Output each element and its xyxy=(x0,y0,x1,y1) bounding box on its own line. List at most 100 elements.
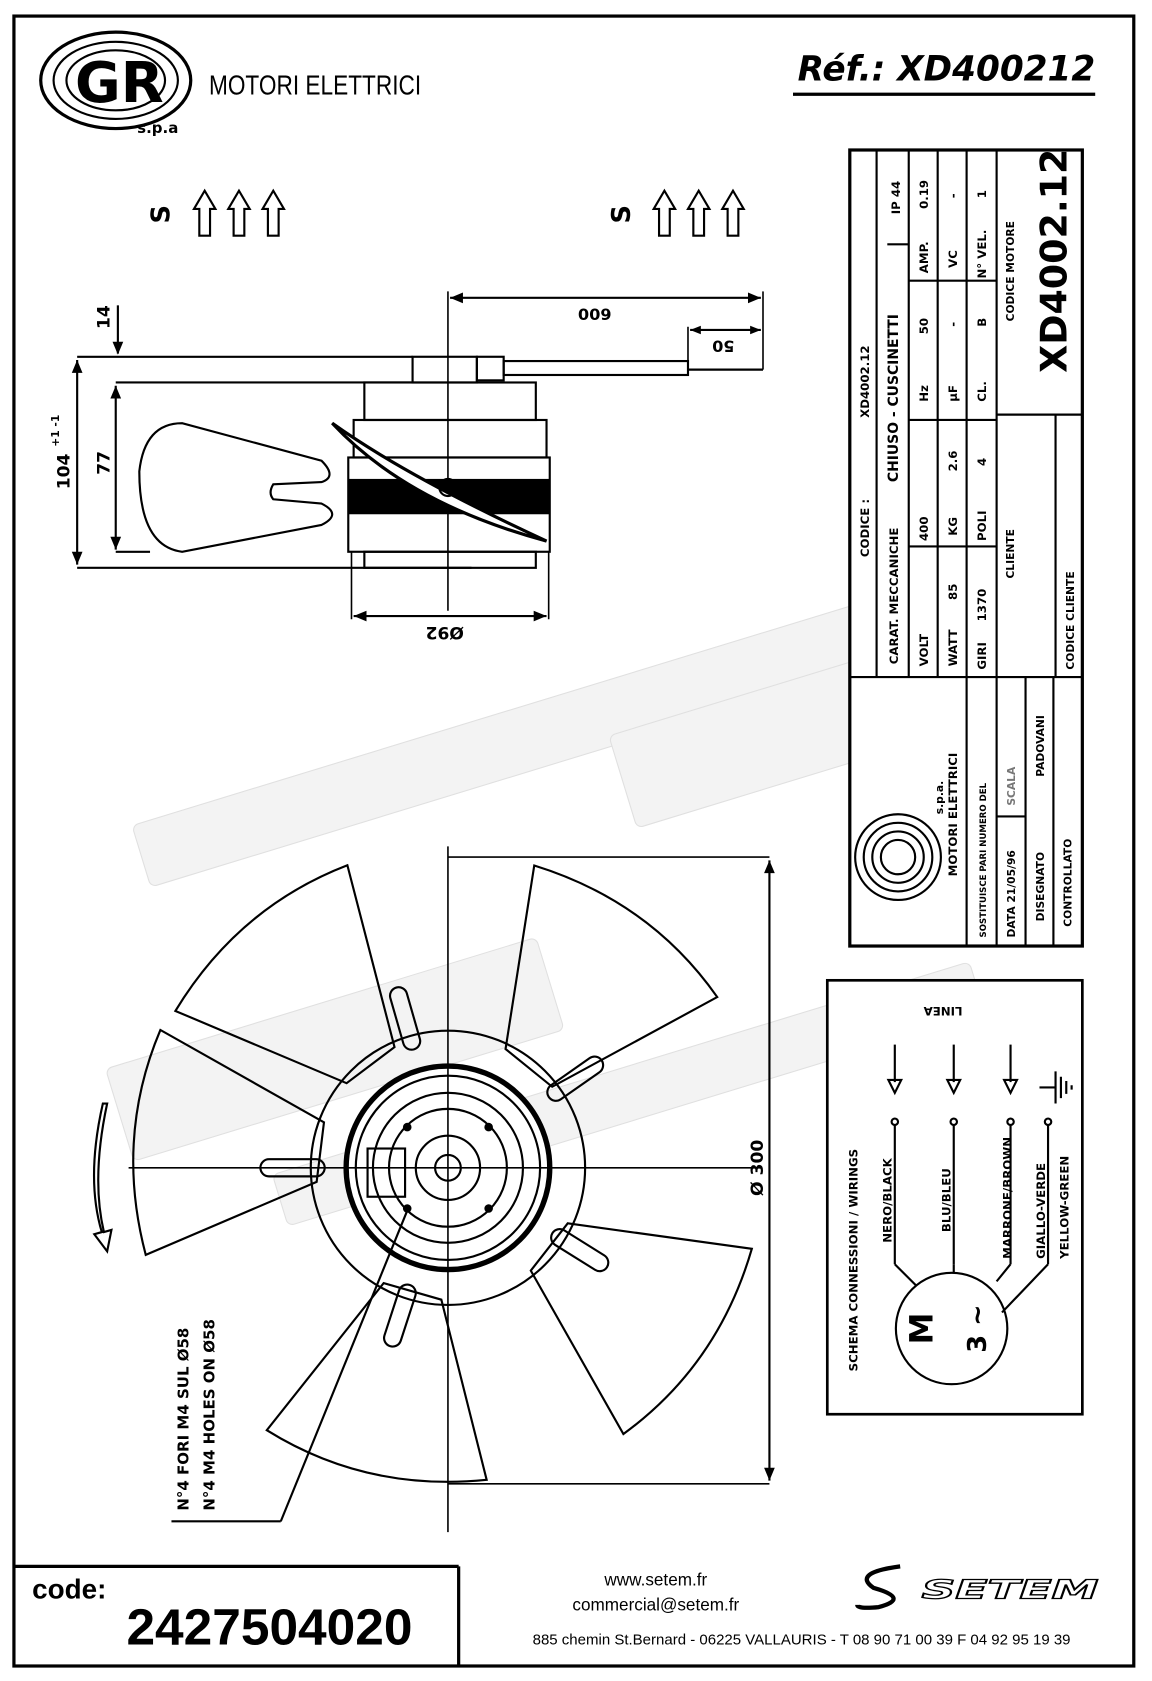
watt-value: 85 xyxy=(946,584,960,600)
motor-symbol xyxy=(894,1271,1009,1386)
uf-label: μF xyxy=(946,385,960,402)
disegnato-label: DISEGNATO xyxy=(1034,852,1047,921)
cl-value: B xyxy=(975,318,989,327)
footer: code: 2427504020 www.setem.fr commercial… xyxy=(13,1564,1100,1667)
arrow-up-icon xyxy=(686,188,712,237)
scala-label: SCALA xyxy=(1005,766,1018,806)
footer-website: www.setem.fr xyxy=(603,1570,707,1590)
airflow-label: S xyxy=(607,205,637,224)
carat-value: CHIUSO - CUSCINETTI xyxy=(886,314,902,482)
motor-phase: 3 ~ xyxy=(963,1304,993,1352)
line-arrow-icon xyxy=(886,1078,903,1096)
hub-slot xyxy=(546,1055,605,1102)
codice-motore-label: CODICE MOTORE xyxy=(1004,221,1017,321)
dim-top-offset: 14 xyxy=(94,305,114,329)
dim-cable-length: 600 xyxy=(578,305,612,324)
vel-value: 1 xyxy=(975,190,989,198)
disegnato-value: PADOVANI xyxy=(1034,715,1047,777)
wire-label: NERO/BLACK xyxy=(881,1157,895,1242)
codice-cliente-label: CODICE CLIENTE xyxy=(1064,571,1077,669)
wire-lead xyxy=(894,1263,1049,1314)
product-code: 2427504020 xyxy=(126,1598,412,1656)
airflow-indicator-right: S xyxy=(607,188,746,237)
airflow-label: S xyxy=(146,205,176,224)
poli-value: 4 xyxy=(975,458,989,466)
dim-strip-length: 50 xyxy=(712,337,734,356)
codice-label: CODICE : xyxy=(858,499,872,557)
motor-m: M xyxy=(902,1313,940,1345)
hub-slot xyxy=(550,1227,610,1273)
fan-blade xyxy=(504,864,719,1089)
codice-motore-value: XD4002.12 xyxy=(1032,149,1075,373)
vc-label: VC xyxy=(946,250,960,268)
hz-value: 50 xyxy=(917,318,931,334)
cliente-label: CLIENTE xyxy=(1004,529,1017,579)
wire-label: GIALLO-VERDE xyxy=(1034,1163,1048,1259)
setem-logo: SETEM xyxy=(855,1564,1100,1610)
sostituisce-label: SOSTITUISCE PARI NUMERO DEL xyxy=(979,782,989,937)
dim-height-tolerance: +1 -1 xyxy=(49,415,62,447)
carat-label: CARAT. MECCANICHE xyxy=(887,528,901,665)
mounting-holes xyxy=(402,1122,493,1213)
controllato-label: CONTROLLATO xyxy=(1062,839,1075,927)
title-block-logo xyxy=(854,813,942,902)
code-label: code: xyxy=(32,1574,106,1605)
dim-overall-height: 104 xyxy=(55,453,75,489)
footer-address: 885 chemin St.Bernard - 06225 VALLAURIS … xyxy=(533,1632,1071,1649)
logo-letters: GR xyxy=(75,51,164,116)
fan-blade xyxy=(173,863,396,1085)
side-view: 600 50 Ø92 104 +1 -1 77 14 xyxy=(49,291,764,642)
dim-body-height: 77 xyxy=(94,451,114,475)
wiring-title: SCHEMA CONNESSIONI / WIRINGS xyxy=(846,1149,860,1372)
dim-motor-diameter: Ø92 xyxy=(426,622,464,642)
arrow-up-icon xyxy=(192,188,218,237)
volt-value: 400 xyxy=(917,516,931,541)
title-logo-suffix: s.p.a. xyxy=(933,781,946,814)
wire-label: BLU/BLEU xyxy=(940,1168,954,1232)
line-arrow-icon xyxy=(945,1078,962,1096)
uf-value: - xyxy=(946,322,960,327)
arrow-up-icon xyxy=(651,188,677,237)
mounting-holes-label-it: N°4 FORI M4 SUL Ø58 xyxy=(175,1328,193,1511)
giri-label: GIRI xyxy=(975,642,989,669)
vc-value: - xyxy=(946,193,960,198)
hub-slot xyxy=(382,1283,417,1348)
title-block: CODICE : XD4002.12 CARAT. MECCANICHE CHI… xyxy=(848,148,1084,948)
poli-label: POLI xyxy=(975,511,989,541)
wiring-diagram: SCHEMA CONNESSIONI / WIRINGS LINEA NERO/… xyxy=(825,978,1084,1416)
title-logo-brand: MOTORI ELETTRICI xyxy=(946,753,960,877)
wire-leads: NERO/BLACK BLU/BLEU MARRONE/BROWN GIALLO-VE… xyxy=(881,1044,1071,1314)
ground-icon xyxy=(1039,1071,1073,1104)
wire-label: YELLOW-GREEN xyxy=(1057,1156,1071,1260)
line-arrow-icon xyxy=(1002,1078,1019,1096)
vel-label: N° VEL. xyxy=(975,230,989,279)
fan-blade xyxy=(529,1222,754,1436)
linea-label: LINEA xyxy=(923,1004,963,1018)
arrow-up-icon xyxy=(226,188,252,237)
logo-suffix: s.p.a xyxy=(137,119,178,137)
hub-slot xyxy=(388,986,422,1051)
mounting-holes-label-en: N°4 M4 HOLES ON Ø58 xyxy=(200,1319,218,1511)
fan-blade xyxy=(132,1028,326,1257)
giri-value: 1370 xyxy=(975,589,989,622)
brand-name: MOTORI ELETTRICI xyxy=(209,69,421,100)
airflow-indicator-left: S xyxy=(146,188,286,237)
kg-value: 2.6 xyxy=(946,451,960,472)
setem-logo-text: SETEM xyxy=(922,1576,1100,1606)
watt-label: WATT xyxy=(946,629,960,666)
cl-label: CL. xyxy=(975,381,989,402)
codice-value: XD4002.12 xyxy=(858,345,872,417)
fan-blades xyxy=(132,863,754,1483)
ip-rating: IP 44 xyxy=(889,181,903,214)
front-view: Ø 300 N°4 FORI M4 SUL Ø58 N°4 M4 HOLES O… xyxy=(92,846,775,1533)
volt-label: VOLT xyxy=(917,634,931,666)
fan-blade xyxy=(265,1281,488,1483)
data-label: DATA 21/05/96 xyxy=(1005,850,1018,937)
rotation-direction-icon xyxy=(92,1102,113,1254)
arrow-up-icon xyxy=(720,188,746,237)
wire-label: MARRONE/BROWN xyxy=(1001,1137,1015,1259)
kg-label: KG xyxy=(946,517,960,536)
brand-logo: GR s.p.a xyxy=(39,30,193,137)
hz-label: Hz xyxy=(917,385,931,402)
